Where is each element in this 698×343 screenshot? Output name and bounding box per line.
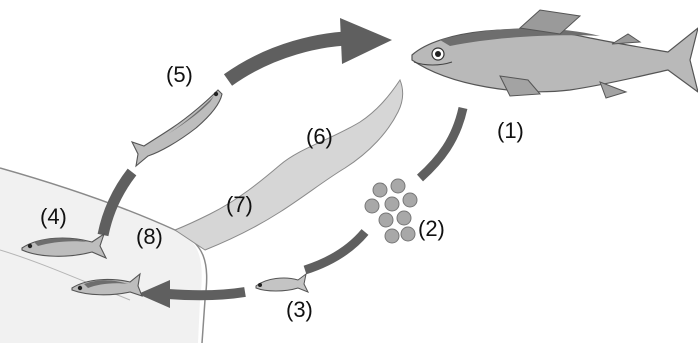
label-8: (8): [136, 224, 163, 249]
label-3: (3): [286, 297, 313, 322]
arrow-fry-to-smolt: [168, 292, 245, 295]
label-6: (6): [306, 124, 333, 149]
juvenile-fish-icon: [132, 90, 222, 166]
arrow-adult-to-eggs: [420, 108, 463, 178]
arrow-head-top: [340, 18, 392, 64]
label-2: (2): [418, 216, 445, 241]
arrow-migration-to-adult: [228, 38, 360, 80]
eggs-icon: [365, 179, 417, 243]
fry-fish-icon: [256, 274, 308, 292]
label-4: (4): [40, 204, 67, 229]
label-1: (1): [497, 118, 524, 143]
adult-fish-icon: [412, 10, 698, 98]
arrow-eggs-to-fry: [305, 232, 365, 270]
label-5: (5): [166, 62, 193, 87]
label-7: (7): [226, 192, 253, 217]
